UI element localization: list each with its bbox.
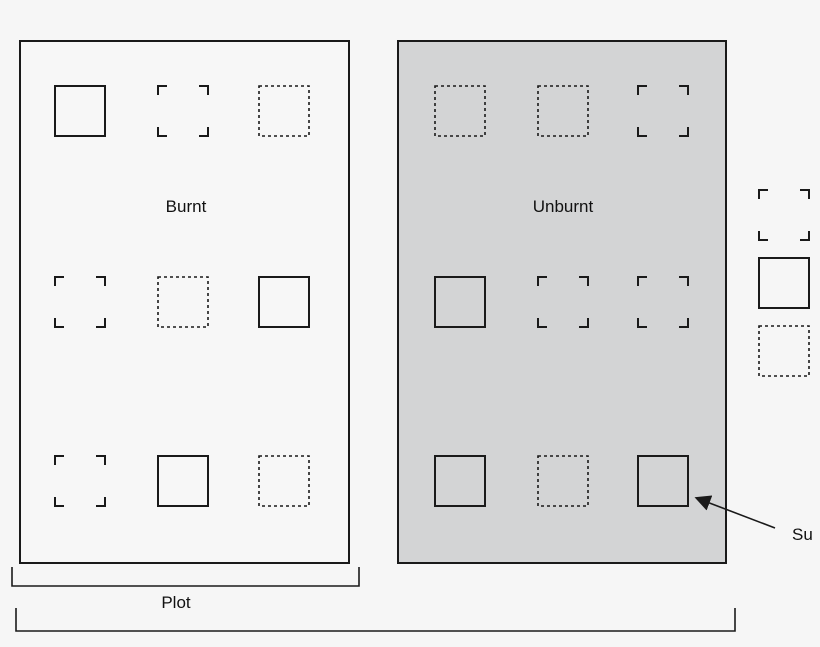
unburnt-quadrat-solid <box>434 276 486 328</box>
legend-quadrat-dashed <box>758 325 810 377</box>
plot-label: Plot <box>161 593 191 612</box>
legend-quadrat-solid <box>758 257 810 309</box>
unburnt-quadrat-dashed <box>537 85 589 137</box>
legend-quadrat-corner <box>758 189 810 241</box>
burnt-quadrat-corner <box>157 85 209 137</box>
unburnt-quadrat-corner <box>637 85 689 137</box>
burnt-quadrat-dashed <box>258 85 310 137</box>
burnt-plot <box>19 40 350 564</box>
burnt-quadrat-dashed <box>258 455 310 507</box>
burnt-quadrat-grid <box>54 85 310 507</box>
unburnt-quadrat-dashed <box>434 85 486 137</box>
burnt-label: Burnt <box>166 197 207 216</box>
unburnt-quadrat-solid <box>637 455 689 507</box>
burnt-quadrat-solid <box>258 276 310 328</box>
unburnt-quadrat-solid <box>434 455 486 507</box>
burnt-quadrat-corner <box>54 455 106 507</box>
site-bracket <box>15 608 736 632</box>
unburnt-plot <box>397 40 727 564</box>
quadrat-legend <box>758 189 810 377</box>
unburnt-quadrat-corner <box>537 276 589 328</box>
burnt-quadrat-solid <box>54 85 106 137</box>
unburnt-label: Unburnt <box>533 197 594 216</box>
cut-off-callout-label: Su <box>792 525 813 544</box>
callout-arrow <box>694 495 776 529</box>
plot-bracket <box>11 567 360 587</box>
unburnt-quadrat-dashed <box>537 455 589 507</box>
unburnt-quadrat-grid <box>434 85 689 507</box>
unburnt-quadrat-corner <box>637 276 689 328</box>
burnt-quadrat-dashed <box>157 276 209 328</box>
burnt-quadrat-corner <box>54 276 106 328</box>
burnt-quadrat-solid <box>157 455 209 507</box>
